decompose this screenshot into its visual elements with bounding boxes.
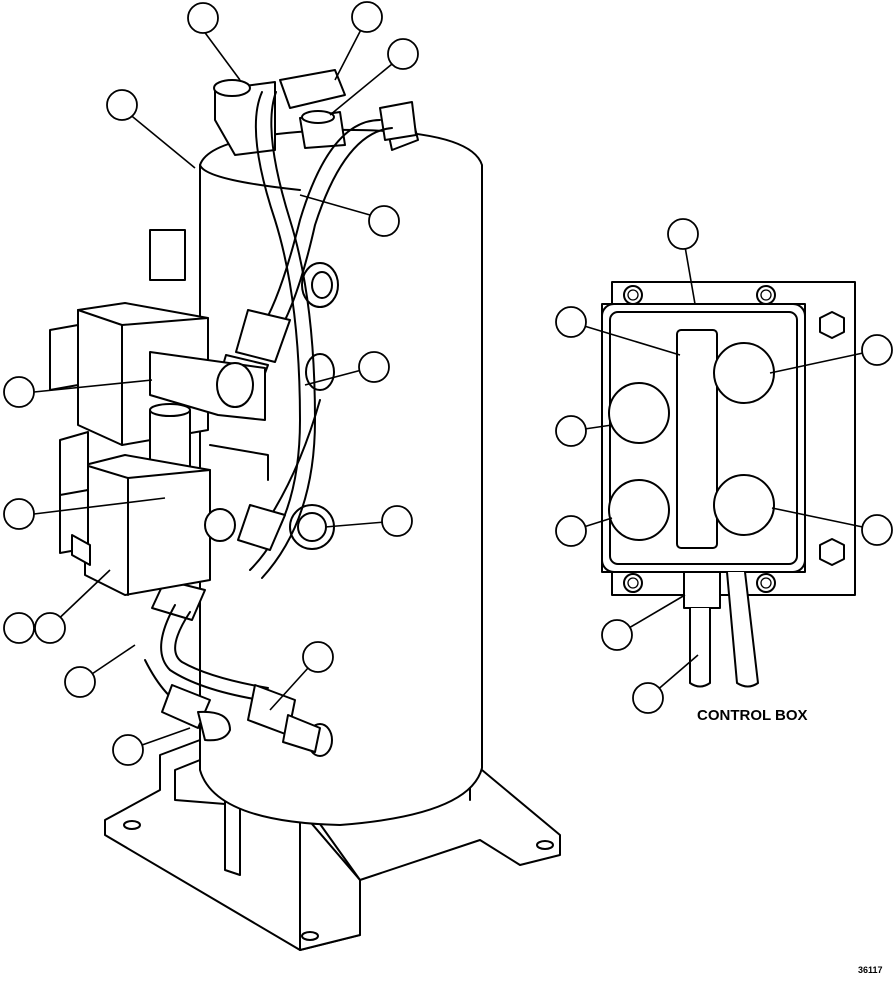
callout-bubble — [351, 1, 383, 33]
callout-bubble — [3, 376, 35, 408]
valve-blocks — [49, 302, 269, 596]
callout-bubble — [861, 334, 893, 366]
callout-bubble — [3, 498, 35, 530]
callout-bubble — [368, 205, 400, 237]
callout-bubble — [632, 682, 664, 714]
callout-bubble — [112, 734, 144, 766]
callout-bubble — [555, 415, 587, 447]
callout-bubble — [106, 89, 138, 121]
callout-bubbles — [3, 1, 893, 766]
callout-bubble — [667, 218, 699, 250]
callout-bubble — [387, 38, 419, 70]
tank-mounting-bracket — [104, 739, 561, 951]
callout-bubble — [64, 666, 96, 698]
callout-bubble — [555, 515, 587, 547]
callout-bubble — [601, 619, 633, 651]
callout-bubble — [861, 514, 893, 546]
callout-bubble — [302, 641, 334, 673]
control-box-label: CONTROL BOX — [697, 707, 808, 724]
figure-number: 36117 — [858, 965, 883, 975]
callout-bubble — [3, 612, 35, 644]
callout-bubble — [187, 2, 219, 34]
callout-bubble — [34, 612, 66, 644]
control-box-assembly — [601, 281, 856, 688]
callout-bubble — [555, 306, 587, 338]
callout-bubble — [358, 351, 390, 383]
callout-bubble — [381, 505, 413, 537]
